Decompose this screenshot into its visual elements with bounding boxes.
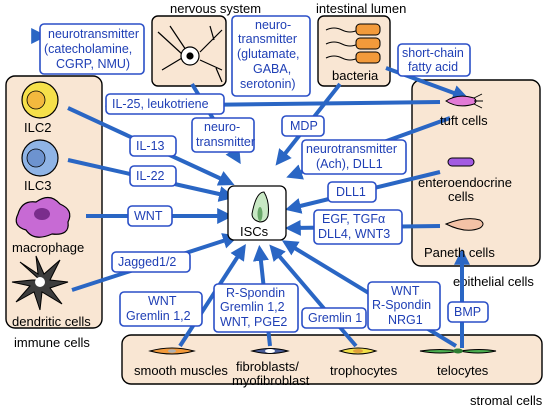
ilc3-cell-icon (21, 139, 59, 177)
nt-nervous-line-1: neurotransmitter (48, 27, 139, 41)
wnt-gremlin-line-1: WNT (148, 294, 177, 308)
epithelial-panel (411, 79, 541, 267)
signal-il25: IL-25, leukotriene (105, 93, 225, 115)
fibroblasts-label-2: myofibroblast (232, 373, 310, 388)
signal-wnt: WNT (127, 205, 173, 227)
macrophage-icon (15, 196, 71, 238)
ilc2-label: ILC2 (24, 120, 51, 135)
stromal-panel (121, 334, 543, 385)
signal-gremlin1: Gremlin 1 (301, 307, 367, 329)
enteroendocrine-label-1: enteroendocrine (418, 175, 512, 190)
ach-line-2: (Ach), DLL1 (316, 157, 383, 171)
signal-il13: IL-13 (129, 135, 177, 157)
signal-dll1: DLL1 (327, 181, 377, 203)
nt-nervous-line-3: CGRP, NMU) (56, 57, 130, 71)
ilc2-cell-icon (21, 81, 59, 119)
fibroblast-icon (250, 348, 290, 354)
paneth-cells-label: Paneth cells (424, 245, 495, 260)
nervous-system-title: nervous system (170, 1, 261, 16)
tuft-cells-label: tuft cells (440, 113, 488, 128)
immune-cells-title: immune cells (14, 335, 90, 350)
smooth-muscle-icon (148, 347, 196, 355)
rspo-block-line-2: Gremlin 1,2 (220, 300, 285, 314)
enteroendocrine-label-2: cells (448, 189, 475, 204)
wnt-gremlin-line-2: Gremlin 1,2 (126, 309, 191, 323)
egf-line-1: EGF, TGFα (322, 212, 385, 226)
ilc3-label: ILC3 (24, 178, 51, 193)
stromal-cells-title: stromal cells (470, 393, 543, 408)
bmp-text: BMP (454, 305, 481, 319)
enteroendocrine-cell-icon (447, 157, 475, 167)
mdp-text: MDP (290, 119, 318, 133)
nt-nervous-line-2: (catecholamine, (44, 42, 132, 56)
signal-mdp: MDP (281, 115, 325, 137)
telocyte-icon (419, 348, 497, 354)
wnt-rspo-nrg-line-3: NRG1 (388, 313, 423, 327)
gremlin1-text: Gremlin 1 (308, 311, 362, 325)
macrophage-label: macrophage (12, 240, 84, 255)
egf-line-2: DLL4, WNT3 (318, 227, 390, 241)
arrow-tropho (269, 244, 358, 348)
signal-rspo-block: R-Spondin Gremlin 1,2 WNT, PGE2 (213, 283, 299, 333)
wnt-rspo-nrg-line-2: R-Spondin (372, 298, 431, 312)
isc-cell-icon (251, 191, 269, 223)
scfa-line-2: fatty acid (408, 60, 458, 74)
signal-wnt-gremlin: WNT Gremlin 1,2 (119, 291, 203, 327)
arrow-smooth (178, 243, 246, 348)
fibroblasts-label-1: fibroblasts/ (236, 359, 299, 374)
nt-center-line-2: transmitter (196, 135, 255, 149)
dll1-text: DLL1 (336, 185, 366, 199)
il13-text: IL-13 (136, 139, 165, 153)
rspo-block-line-1: R-Spondin (226, 286, 285, 300)
neuron-icon (157, 25, 223, 83)
wnt-text: WNT (134, 209, 163, 223)
nt-lumen-line-1: neuro- (255, 18, 291, 32)
signal-ach: neurotransmitter (Ach), DLL1 (301, 139, 407, 175)
il22-text: IL-22 (136, 169, 165, 183)
trophocytes-label: trophocytes (330, 363, 398, 378)
intestinal-lumen-title: intestinal lumen (316, 1, 406, 16)
signal-nt-center: neuro- transmitter (191, 117, 255, 153)
dendritic-cells-label: dendritic cells (12, 314, 91, 329)
il25-text: IL-25, leukotriene (112, 97, 209, 111)
signal-jagged: Jagged1/2 (111, 251, 191, 273)
paneth-cell-icon (444, 218, 484, 231)
signal-bmp: BMP (447, 301, 489, 323)
smooth-muscles-label: smooth muscles (134, 363, 228, 378)
isc-label: ISCs (240, 224, 269, 239)
bacteria-label: bacteria (332, 68, 379, 83)
signal-wnt-rspo-nrg: WNT R-Spondin NRG1 (367, 281, 441, 331)
bacteria-icon (325, 23, 381, 64)
signal-nt-lumen: neuro- transmitter (glutamate, GABA, ser… (231, 15, 311, 97)
scfa-line-1: short-chain (402, 46, 464, 60)
nt-center-line-1: neuro- (204, 120, 240, 134)
rspo-block-line-3: WNT, PGE2 (220, 315, 287, 329)
ach-line-1: neurotransmitter (306, 142, 397, 156)
dendritic-cell-icon (11, 255, 69, 311)
signal-egf: EGF, TGFα DLL4, WNT3 (313, 209, 403, 245)
nt-lumen-line-5: serotonin) (240, 77, 296, 91)
telocytes-label: telocytes (437, 363, 489, 378)
wnt-rspo-nrg-line-1: WNT (391, 284, 420, 298)
signal-il22: IL-22 (129, 165, 177, 187)
epithelial-cells-title: epithelial cells (453, 274, 534, 289)
nt-lumen-line-4: GABA, (253, 62, 291, 76)
jagged-text: Jagged1/2 (118, 255, 176, 269)
nt-lumen-line-2: transmitter (238, 32, 297, 46)
signal-nt-nervous: neurotransmitter (catecholamine, CGRP, N… (39, 23, 145, 75)
trophocyte-icon (338, 347, 378, 355)
nt-lumen-line-3: (glutamate, (237, 47, 300, 61)
signal-scfa: short-chain fatty acid (397, 43, 471, 77)
tuft-cell-icon (445, 93, 483, 109)
